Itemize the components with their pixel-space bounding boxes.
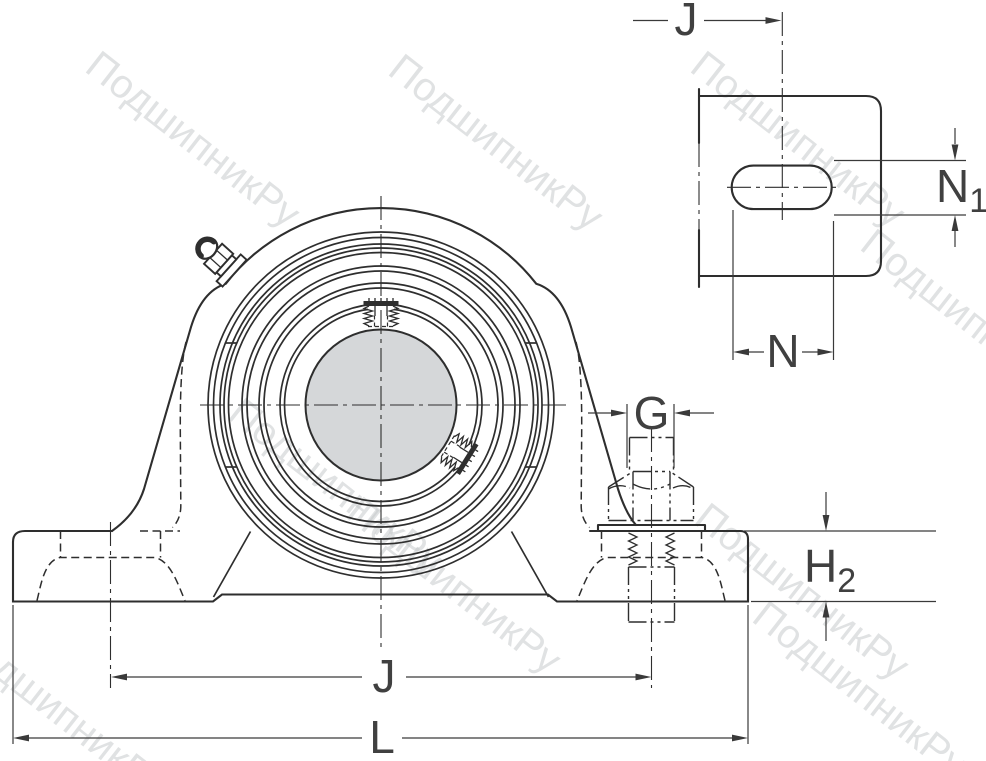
dimension-h2: H2: [744, 492, 936, 641]
dimension-n1: N1: [834, 128, 986, 247]
watermark-text: ПодшипникРу: [683, 43, 914, 237]
dimension-n: N: [732, 210, 835, 377]
dimension-label-n: N: [766, 325, 799, 377]
grease-fitting: [195, 236, 248, 288]
front-view: [11, 196, 750, 688]
watermark-text: ПодшипникРу: [78, 43, 309, 237]
dimension-label-j-bottom: J: [373, 650, 396, 702]
dimension-g: G: [588, 387, 714, 468]
dimension-label-h2: H2: [804, 540, 856, 600]
rib-edge-left: [212, 531, 252, 598]
set-screw-side: [440, 432, 479, 475]
dimension-label-j-top: J: [675, 0, 698, 45]
stud-threads: [626, 532, 677, 566]
plate-outline: [697, 94, 883, 278]
watermark-layer: ПодшипникРу ПодшипникРу ПодшипникРу Подш…: [0, 43, 986, 761]
centerlines: [109, 196, 653, 688]
seat-split-ticks: [225, 342, 537, 468]
top-view: [697, 12, 883, 289]
dimension-label-l: L: [369, 711, 395, 761]
dimension-label-n1: N1: [936, 160, 986, 220]
rib-edge-right: [510, 531, 550, 598]
dimension-l: L: [12, 605, 749, 761]
dimension-label-g: G: [634, 387, 670, 439]
watermark-text: ПодшипникРу: [853, 221, 986, 415]
base-outline: [11, 529, 750, 603]
dimension-j-bottom: J: [111, 650, 652, 702]
dimension-j-top: J: [633, 0, 782, 45]
